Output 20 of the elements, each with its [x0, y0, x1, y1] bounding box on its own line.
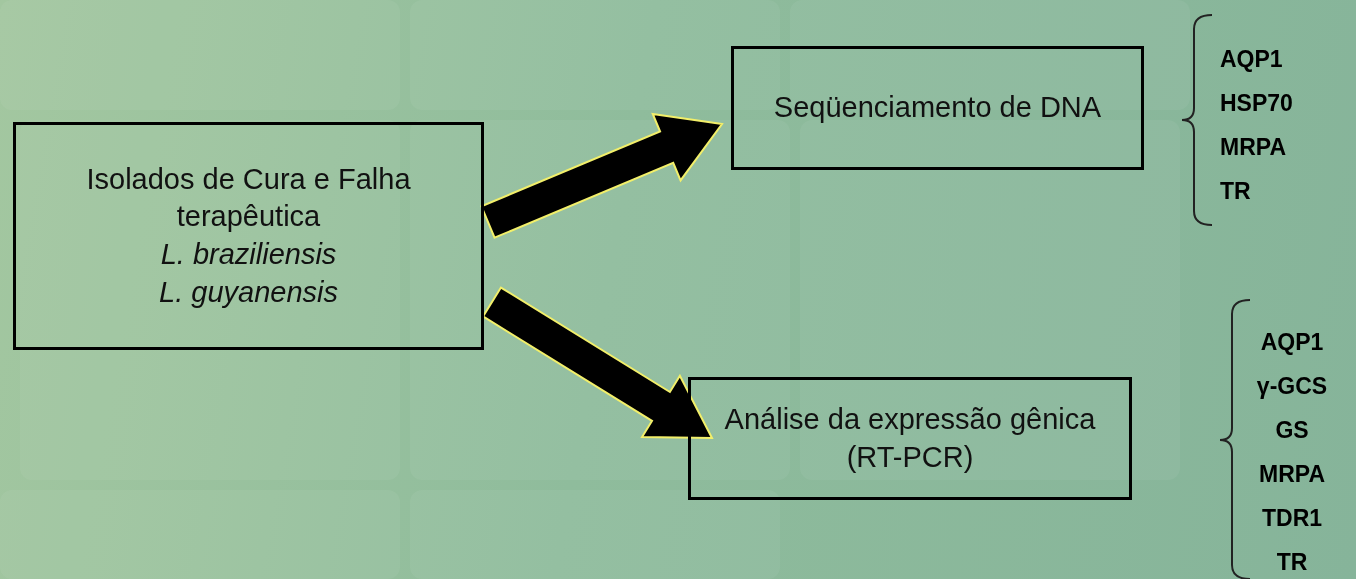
gene-name: AQP1 — [1260, 329, 1324, 356]
process-box — [688, 377, 1132, 500]
arrow — [480, 112, 724, 239]
box-text: Isolados de Cura e Falha terapêutica — [85, 161, 412, 235]
box-text: Análise da expressão gênica (RT-PCR) — [723, 401, 1097, 475]
gene-name: GS — [1275, 417, 1309, 444]
gene-name: MRPA — [1220, 134, 1286, 161]
gene-name: TR — [1220, 178, 1251, 205]
gene-name: HSP70 — [1220, 90, 1293, 117]
box-text: L. braziliensis — [160, 237, 337, 272]
process-box — [731, 46, 1144, 170]
gene-name: TDR1 — [1261, 505, 1323, 532]
box-text: Seqüenciamento de DNA — [773, 90, 1102, 126]
gene-name: MRPA — [1259, 461, 1325, 488]
process-box — [13, 122, 484, 350]
gene-name: TR — [1276, 549, 1308, 576]
arrow — [481, 286, 714, 440]
gene-name: γ-GCS — [1256, 373, 1328, 400]
box-text: L. guyanensis — [159, 274, 338, 310]
gene-name: AQP1 — [1220, 46, 1283, 73]
